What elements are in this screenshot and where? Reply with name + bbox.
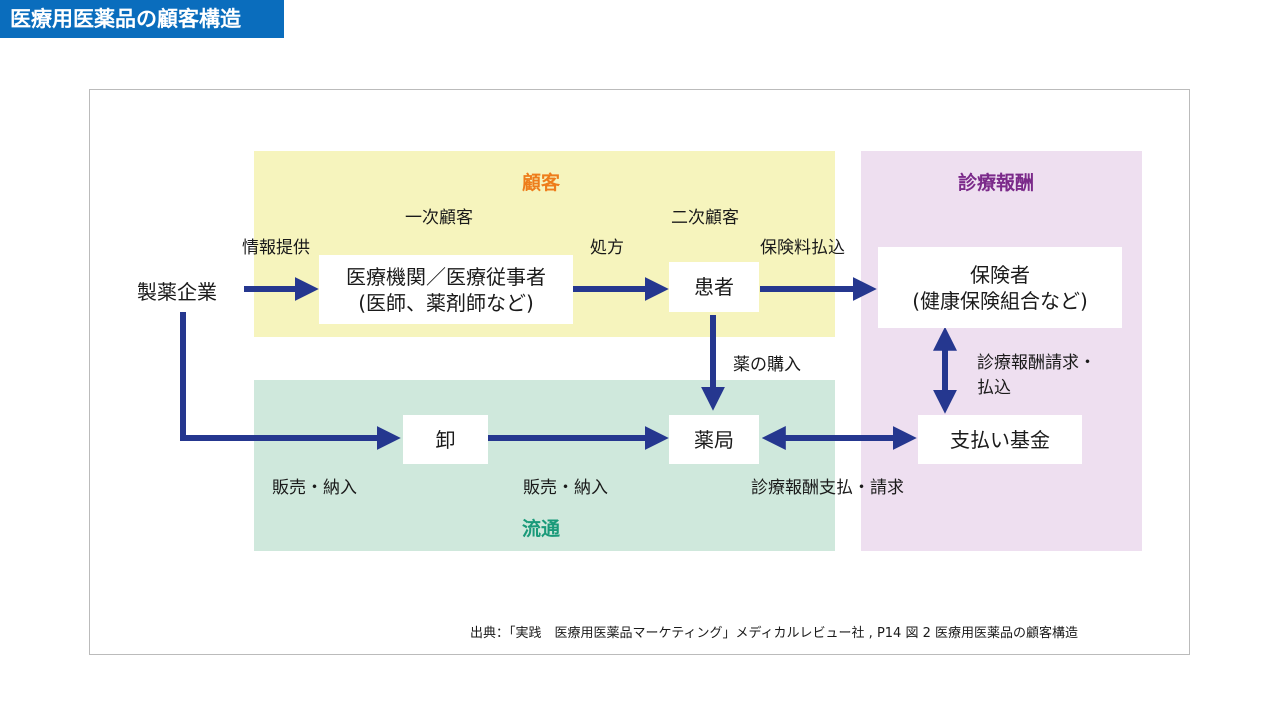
reward-zone-title: 診療報酬 — [958, 172, 1035, 194]
medical-line1: 医療機関／医療従事者 — [346, 264, 546, 289]
purchase-label: 薬の購入 — [733, 355, 801, 375]
secondary-customer-label: 二次顧客 — [671, 208, 739, 228]
source-citation: 出典：「実践 医療用医薬品マーケティング」メディカルレビュー社 , P14 図 … — [470, 626, 1078, 641]
slide-title: 医療用医薬品の顧客構造 — [0, 0, 284, 38]
reward-zone — [861, 151, 1142, 551]
payment-fund-node: 支払い基金 — [918, 415, 1082, 464]
arrow-maker-wholesale — [180, 312, 401, 450]
maker-label: 製薬企業 — [137, 280, 217, 304]
sale-label-1: 販売・納入 — [272, 478, 357, 498]
premium-label: 保険料払込 — [760, 238, 845, 258]
wholesaler-label: 卸 — [435, 427, 456, 452]
insurer-line1: 保険者 — [970, 262, 1030, 287]
pharmacy-node: 薬局 — [669, 415, 759, 464]
wholesaler-node: 卸 — [403, 415, 488, 464]
claim-label: 診療報酬支払・請求 — [751, 478, 904, 498]
info-provision-label: 情報提供 — [242, 238, 310, 258]
claim2-label-line2: 払込 — [977, 378, 1011, 398]
distribution-zone — [254, 380, 835, 551]
insurer-node: 保険者 (健康保険組合など) — [878, 247, 1122, 328]
customer-zone-title: 顧客 — [522, 172, 561, 194]
primary-customer-label: 一次顧客 — [405, 208, 473, 228]
patient-node: 患者 — [669, 262, 759, 312]
patient-label: 患者 — [694, 275, 734, 299]
medical-line2: (医師、薬剤師など) — [358, 290, 534, 315]
prescription-label: 処方 — [590, 238, 624, 258]
distribution-zone-title: 流通 — [522, 518, 561, 540]
medical-institution-node: 医療機関／医療従事者 (医師、薬剤師など) — [319, 255, 573, 324]
claim2-label-line1: 診療報酬請求・ — [977, 353, 1096, 373]
pharmacy-label: 薬局 — [694, 427, 734, 452]
insurer-line2: (健康保険組合など) — [912, 288, 1088, 313]
sale-label-2: 販売・納入 — [523, 478, 608, 498]
fund-label: 支払い基金 — [950, 427, 1050, 452]
diagram-frame — [89, 89, 1190, 655]
